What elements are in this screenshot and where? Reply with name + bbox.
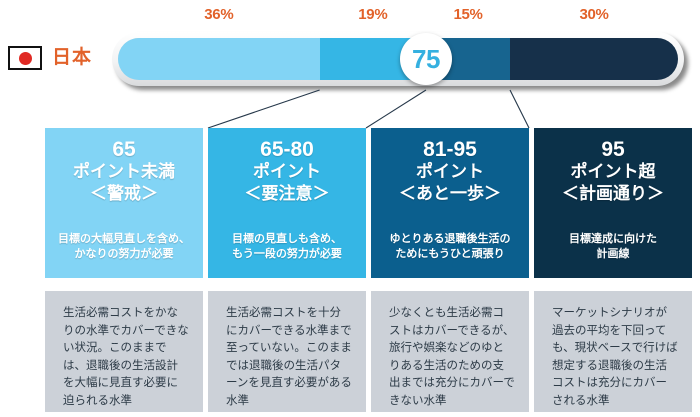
tier-card-3-line2: ポイント超	[570, 162, 656, 181]
gauge-bar-track	[118, 38, 678, 80]
country-label: 日本	[52, 47, 93, 68]
gauge-segment-0	[118, 38, 320, 80]
tier-card-0-subtitle: 目標の大幅見直しを含め、かなりの努力が必要	[58, 233, 190, 260]
tier-detail-2: 少なくとも生活必需コストはカバーできるが、旅行や娯楽などのゆとりある生活のための…	[371, 291, 529, 412]
tier-card-3-line3: ＜計画通り＞	[562, 184, 664, 203]
tier-detail-3: マーケットシナリオが過去の平均を下回っても、現状ベースで行けば想定する退職後の生…	[534, 291, 692, 412]
tier-detail-0-text: 生活必需コストをかなりの水準でカバーできない状況。このままでは、退職後の生活設計…	[63, 307, 189, 407]
tier-detail-2-text: 少なくとも生活必需コストはカバーできるが、旅行や娯楽などのゆとりある生活のための…	[389, 307, 515, 407]
gauge-value-text: 75	[412, 44, 440, 74]
tier-card-3-subtitle: 目標達成に向けた計画線	[569, 233, 657, 260]
tier-card-2-line2: ポイント	[416, 162, 484, 181]
tier-detail-0: 生活必需コストをかなりの水準でカバーできない状況。このままでは、退職後の生活設計…	[45, 291, 203, 412]
segment-pct-label-1: 19%	[358, 6, 388, 23]
segment-pct-label-3: 30%	[579, 6, 609, 23]
gauge-value-marker: 75	[400, 33, 452, 85]
tier-card-2-subtitle: ゆとりある退職後生活のためにもうひと頑張り	[389, 233, 511, 260]
gauge-segment-3	[509, 38, 678, 80]
flag-sun-disc	[18, 51, 32, 65]
tier-card-3: 95 ポイント超 ＜計画通り＞ 目標達成に向けた計画線	[534, 128, 692, 278]
tier-card-0-number: 65	[112, 138, 136, 161]
tier-card-1-subtitle: 目標の見直しも含め、もう一段の努力が必要	[232, 233, 342, 260]
tier-card-2-line3: ＜あと一歩＞	[399, 184, 501, 203]
tier-detail-1: 生活必需コストを十分にカバーできる水準まで至っていない。このままでは退職後の生活…	[208, 291, 366, 412]
tier-card-0: 65 ポイント未満 ＜警戒＞ 目標の大幅見直しを含め、かなりの努力が必要	[45, 128, 203, 278]
tier-card-1-line2: ポイント	[253, 162, 321, 181]
tier-card-2: 81-95 ポイント ＜あと一歩＞ ゆとりある退職後生活のためにもうひと頑張り	[371, 128, 529, 278]
tier-card-1: 65-80 ポイント ＜要注意＞ 目標の見直しも含め、もう一段の努力が必要	[208, 128, 366, 278]
gauge-bar	[112, 32, 684, 86]
tier-card-1-line3: ＜要注意＞	[244, 184, 330, 203]
tier-card-0-line2: ポイント未満	[73, 162, 175, 181]
tier-detail-1-text: 生活必需コストを十分にカバーできる水準まで至っていない。このままでは退職後の生活…	[226, 307, 352, 407]
japan-flag-icon	[8, 46, 42, 70]
tier-card-2-number: 81-95	[423, 138, 477, 161]
tier-card-3-number: 95	[601, 138, 625, 161]
segment-pct-label-0: 36%	[204, 6, 234, 23]
tier-detail-3-text: マーケットシナリオが過去の平均を下回っても、現状ベースで行けば想定する退職後の生…	[552, 307, 678, 407]
tier-card-0-line3: ＜警戒＞	[90, 184, 158, 203]
tier-card-1-number: 65-80	[260, 138, 314, 161]
segment-pct-label-2: 15%	[453, 6, 483, 23]
